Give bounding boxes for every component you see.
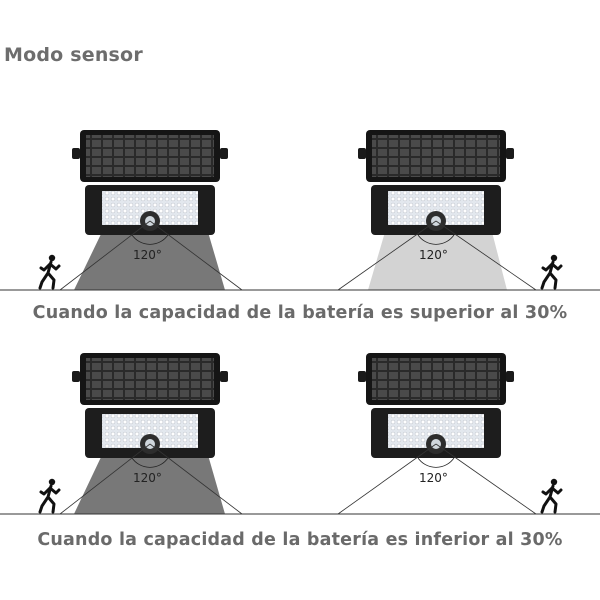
scene-top-right: 120°: [337, 130, 563, 291]
scene-bottom-left: 120°: [38, 353, 243, 515]
angle-label: 120°: [133, 248, 162, 262]
solar-lamp: [72, 353, 228, 458]
light-beam-bright: [74, 232, 225, 290]
solar-lamp: [72, 130, 228, 235]
person-icon: [38, 253, 61, 290]
angle-label: 120°: [133, 471, 162, 485]
person-icon: [38, 477, 61, 514]
solar-lamp: [358, 353, 514, 458]
solar-lamp: [358, 130, 514, 235]
person-icon: [540, 477, 563, 514]
scene-bottom-right: 120°: [337, 353, 563, 515]
scene-top-left: 120°: [38, 130, 243, 291]
page-title: Modo sensor: [4, 44, 143, 66]
angle-label: 120°: [419, 248, 448, 262]
light-beam-bright: [74, 455, 225, 514]
caption-above-30: Cuando la capacidad de la batería es sup…: [32, 303, 568, 323]
light-beam-dim: [368, 232, 507, 290]
caption-below-30: Cuando la capacidad de la batería es inf…: [37, 530, 563, 550]
angle-label: 120°: [419, 471, 448, 485]
person-icon: [540, 253, 563, 290]
